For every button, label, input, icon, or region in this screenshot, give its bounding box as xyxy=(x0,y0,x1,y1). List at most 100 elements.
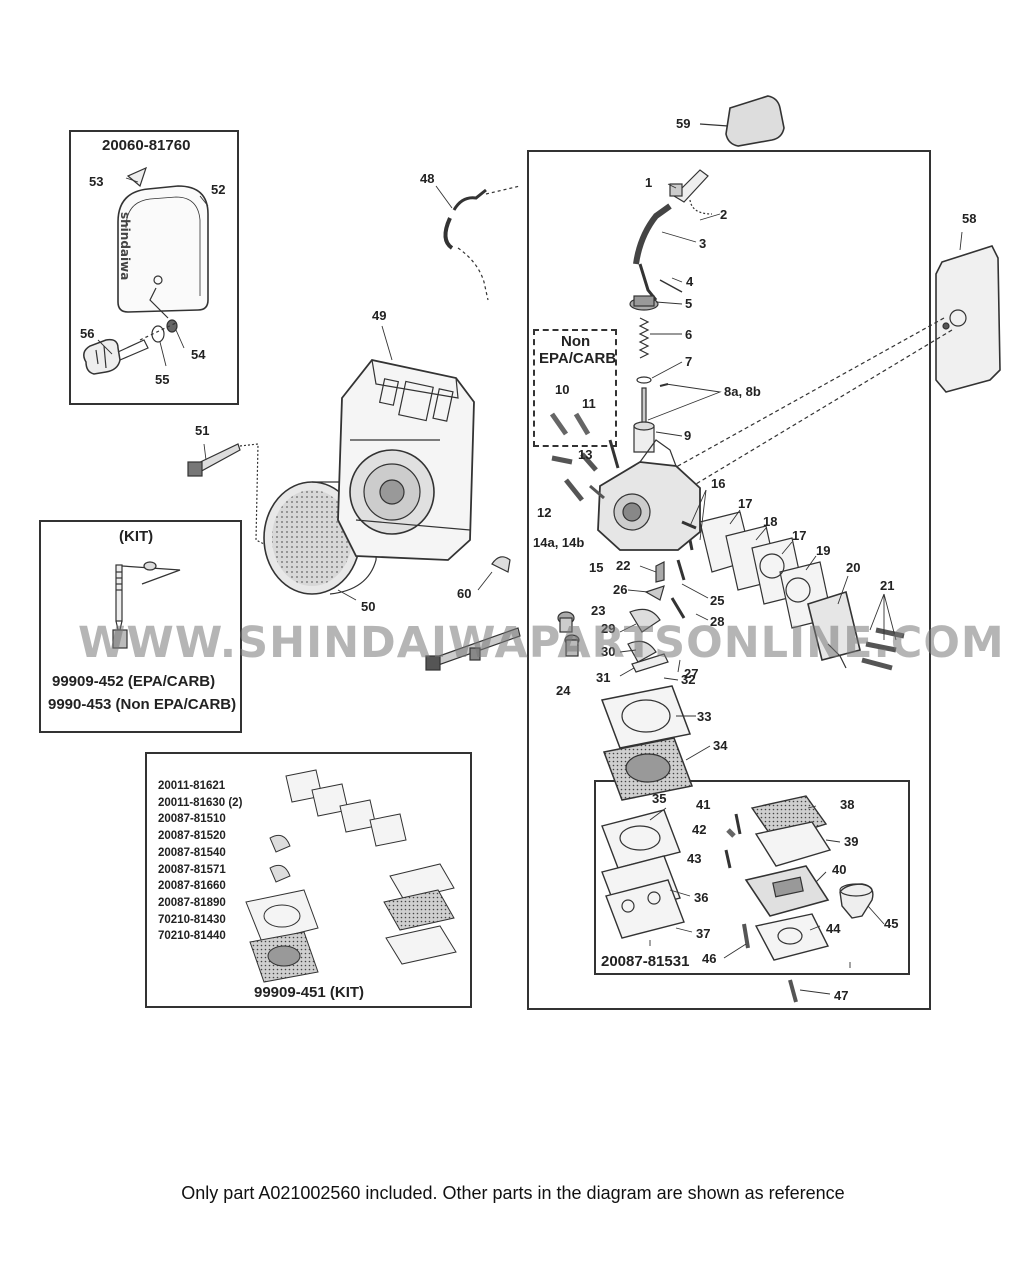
kit-part-number: 20087-81660 xyxy=(158,880,226,893)
needle-kit-box xyxy=(39,520,242,733)
callout-10: 10 xyxy=(555,382,570,397)
callout-28: 28 xyxy=(710,614,725,629)
carburetor-lower-parts-illustration xyxy=(557,559,694,801)
gasket-kit-box xyxy=(145,752,472,1008)
callout-23: 23 xyxy=(591,603,606,618)
carburetor-body-illustration xyxy=(551,439,701,551)
callout-24: 24 xyxy=(556,683,571,698)
callout-39: 39 xyxy=(844,834,859,849)
callout-41: 41 xyxy=(696,797,711,812)
callout-29: 29 xyxy=(601,621,616,636)
callout-55: 55 xyxy=(155,372,170,387)
callout-37: 37 xyxy=(696,926,711,941)
footer-note: Only part A021002560 included. Other par… xyxy=(181,1183,845,1203)
callout-34: 34 xyxy=(713,738,728,753)
website-watermark: WWW.SHINDAIWAPARTSONLINE.COM xyxy=(78,618,1005,668)
carburetor-upper-parts-illustration xyxy=(629,169,713,453)
callout-22: 22 xyxy=(616,558,631,573)
callout-17a: 17 xyxy=(738,496,753,511)
air-filter-kit-box xyxy=(69,130,239,405)
fuel-filter-59-illustration xyxy=(699,95,785,147)
callout-42: 42 xyxy=(692,822,707,837)
callout-12: 12 xyxy=(537,505,552,520)
callout-20: 20 xyxy=(846,560,861,575)
kit-part-number: 20087-81510 xyxy=(158,813,226,826)
callout-31: 31 xyxy=(596,670,611,685)
kit-part-number: 20011-81630 (2) xyxy=(158,796,243,809)
callout-47: 47 xyxy=(834,988,849,1003)
callout-52: 52 xyxy=(211,182,226,197)
kit-part-number: 20087-81890 xyxy=(158,896,226,909)
callout-5: 5 xyxy=(685,296,693,311)
callout-19: 19 xyxy=(816,543,831,558)
callout-14: 14a, 14b xyxy=(533,535,585,550)
kit-part-number: 20011-81621 xyxy=(158,780,226,792)
callout-35: 35 xyxy=(652,791,667,806)
callout-25: 25 xyxy=(710,593,725,608)
diaphragm-stack-illustration xyxy=(699,511,905,671)
part-60-illustration xyxy=(491,556,511,573)
air-cleaner-housing-illustration xyxy=(337,359,475,561)
heat-insulator-58-illustration xyxy=(659,245,1001,491)
callout-3: 3 xyxy=(699,236,707,251)
kit-part-number: 70210-81430 xyxy=(158,913,226,926)
needle-kit-epa-part: 99909-452 (EPA/CARB) xyxy=(52,673,216,690)
knob-illustration xyxy=(83,319,179,375)
callout-1: 1 xyxy=(645,175,653,190)
callout-44: 44 xyxy=(826,921,841,936)
callout-2: 2 xyxy=(720,207,728,222)
leader-lines xyxy=(97,177,963,995)
callout-32: 32 xyxy=(681,672,696,687)
callout-45: 45 xyxy=(884,916,899,931)
callout-50: 50 xyxy=(361,599,376,614)
callout-9: 9 xyxy=(684,428,692,443)
callout-60: 60 xyxy=(457,586,472,601)
callout-8: 8a, 8b xyxy=(724,384,761,399)
callout-54: 54 xyxy=(191,347,206,362)
carburetor-assembly-box xyxy=(527,150,931,1010)
kit-part-number: 70210-81440 xyxy=(158,930,226,943)
non-epa-label-2: EPA/CARB xyxy=(539,350,617,367)
pump-kit-parts-illustration xyxy=(601,795,874,1003)
kit-part-number: 20087-81540 xyxy=(158,846,226,859)
non-epa-carb-box xyxy=(533,329,617,447)
callout-56: 56 xyxy=(80,326,95,341)
kit-part-number: 20087-81571 xyxy=(158,863,226,876)
gasket-kit-title: 99909-451 (KIT) xyxy=(254,984,365,1001)
gasket-kit-parts-illustration xyxy=(245,769,457,983)
callout-4: 4 xyxy=(686,274,694,289)
callout-58: 58 xyxy=(962,211,977,226)
callout-18: 18 xyxy=(763,514,778,529)
shindaiwa-logo: shindaiwa xyxy=(118,212,132,281)
pump-kit-box xyxy=(594,780,910,975)
non-epa-label: Non xyxy=(561,333,591,350)
callout-11: 11 xyxy=(582,396,596,411)
air-filter-kit-title: 20060-81760 xyxy=(102,137,191,154)
air-filter-cover-illustration xyxy=(117,166,209,319)
callout-21: 21 xyxy=(880,578,895,593)
callout-27: 27 xyxy=(684,666,699,681)
callout-36: 36 xyxy=(694,890,709,905)
callout-13: 13 xyxy=(578,447,593,462)
callout-59: 59 xyxy=(676,116,691,131)
needle-kit-title: (KIT) xyxy=(119,528,154,545)
kit-part-number: 20087-81520 xyxy=(158,830,226,843)
callout-40: 40 xyxy=(832,862,847,877)
callout-26: 26 xyxy=(613,582,628,597)
gasket-kit-part-list: 20011-81621 20011-81630 (2) 20087-81510 … xyxy=(158,778,242,945)
callout-6: 6 xyxy=(685,327,693,342)
callout-15: 15 xyxy=(589,560,604,575)
callout-16: 16 xyxy=(711,476,726,491)
bolts-illustration xyxy=(425,627,521,671)
callout-46: 46 xyxy=(702,951,717,966)
callout-7: 7 xyxy=(685,354,693,369)
callout-49: 49 xyxy=(372,308,387,323)
screw-51-illustration xyxy=(187,443,269,547)
hose-48-illustration xyxy=(443,185,521,301)
callout-30: 30 xyxy=(601,644,616,659)
pump-kit-title: 20087-81531 xyxy=(601,953,690,970)
adjust-screws-illustration xyxy=(549,412,591,436)
callout-17b: 17 xyxy=(792,528,807,543)
callout-38: 38 xyxy=(840,797,855,812)
